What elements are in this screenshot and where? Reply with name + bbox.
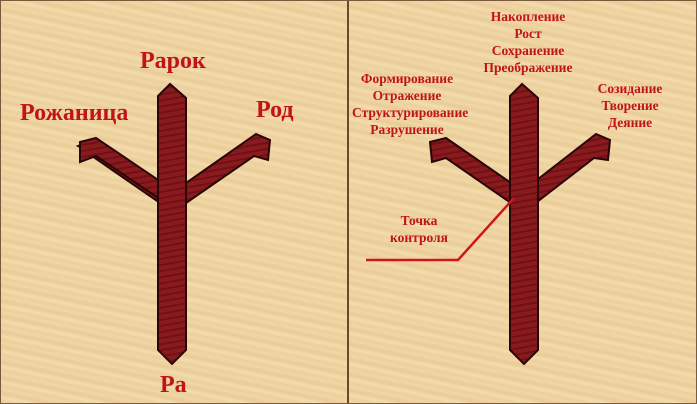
left-meaning-list: Формирование Отражение Структурирование … xyxy=(352,70,469,138)
left-meaning-item: Отражение xyxy=(372,88,442,103)
left-meaning-item: Разрушение xyxy=(370,122,444,137)
top-meaning-item: Рост xyxy=(514,26,542,41)
right-meaning-item: Созидание xyxy=(597,81,663,96)
label-rarok: Рарок xyxy=(140,48,206,74)
top-meaning-list: Накопление Рост Сохранение Преображение xyxy=(478,8,578,76)
label-ra: Ра xyxy=(160,372,187,398)
label-rod: Род xyxy=(256,97,294,123)
label-rozhanitsa: Рожаница xyxy=(20,100,129,126)
left-meaning-item: Формирование xyxy=(360,71,454,86)
panel-divider xyxy=(347,0,349,404)
control-point-line xyxy=(366,197,515,262)
right-rune-stem xyxy=(509,82,539,366)
top-meaning-item: Накопление xyxy=(490,9,566,24)
control-point-label: Точка контроля xyxy=(374,212,464,246)
right-meaning-item: Творение xyxy=(601,98,659,113)
right-meaning-item: Деяние xyxy=(607,115,653,130)
left-rune-stem xyxy=(157,82,187,366)
control-point-text: Точка xyxy=(400,213,438,228)
right-meaning-list: Созидание Творение Деяние xyxy=(580,80,680,131)
right-rune xyxy=(428,82,612,366)
left-rune-right-arm xyxy=(175,132,272,212)
control-point-text: контроля xyxy=(390,230,448,245)
top-meaning-item: Сохранение xyxy=(491,43,565,58)
left-meaning-item: Структурирование xyxy=(352,105,469,120)
top-meaning-item: Преображение xyxy=(483,60,573,75)
left-rune xyxy=(75,82,272,366)
